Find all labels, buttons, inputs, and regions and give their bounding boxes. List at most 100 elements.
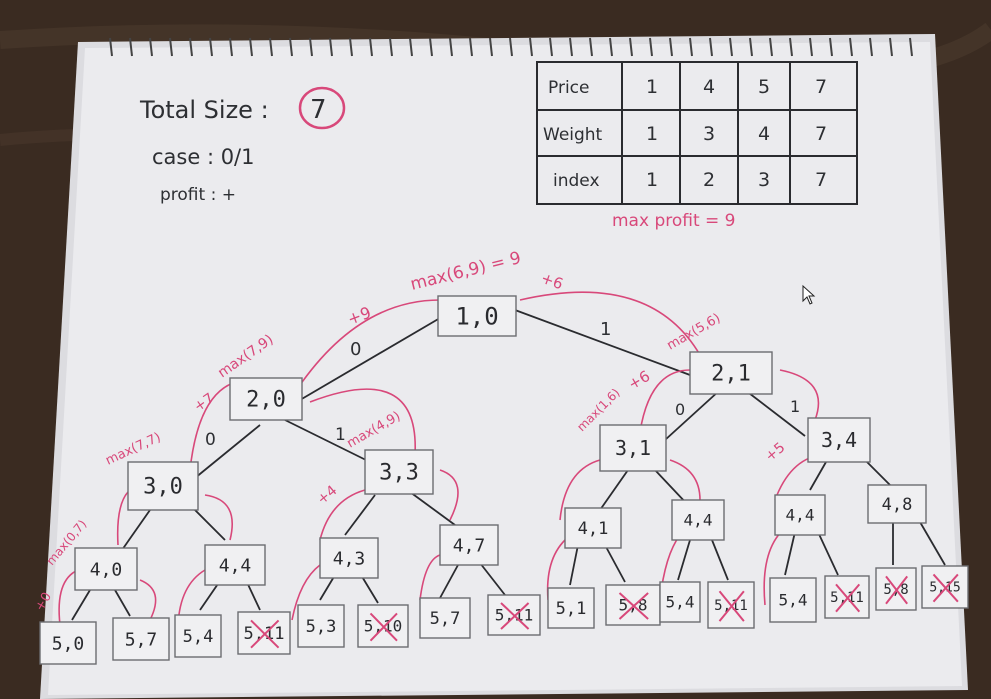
node-box xyxy=(439,524,499,566)
cell-index-3: 3 xyxy=(758,169,770,191)
node-box xyxy=(689,351,773,395)
node-box xyxy=(437,295,517,337)
cell-price-2: 4 xyxy=(703,76,715,98)
node-label: 2,1 xyxy=(711,362,751,387)
node-box xyxy=(807,417,871,463)
node-box xyxy=(547,587,595,629)
tree-nodes: 1,0 2,0 2,1 3,0 3,3 3,1 3,4 4,0 4,4 4,3 4,7 4,1 4,4 4… xyxy=(39,295,969,665)
tree-node: 3,4 xyxy=(807,417,871,463)
tree-node: 5,10 xyxy=(357,604,409,648)
tree-node: 5,3 xyxy=(297,604,345,648)
cross-mark xyxy=(835,583,861,613)
tree-node: 4,4 xyxy=(671,499,725,541)
tree-node: 3,0 xyxy=(127,461,199,511)
tree-node: 5,11 xyxy=(487,594,541,636)
node-box xyxy=(297,604,345,648)
node-box xyxy=(74,547,138,591)
tree-node: 5,4 xyxy=(659,581,701,623)
tree-edges xyxy=(71,309,946,621)
node-box xyxy=(774,494,826,536)
edge-labels: 0 1 0 1 0 1 xyxy=(205,319,800,450)
cross-mark xyxy=(718,590,745,622)
tree-node: 5,7 xyxy=(112,617,170,661)
cross-mark xyxy=(500,602,530,630)
row-label-weight: Weight xyxy=(543,125,603,145)
total-size-value: 7 xyxy=(310,95,327,125)
node-box xyxy=(419,597,471,639)
cross-mark xyxy=(250,619,280,649)
cross-mark xyxy=(618,592,649,620)
node-box xyxy=(769,577,817,623)
tree-node: 3,1 xyxy=(599,424,667,472)
node-label: 4,4 xyxy=(219,555,252,576)
node-label: 3,3 xyxy=(379,461,419,486)
edge-label-zero: 0 xyxy=(350,339,361,360)
tree-node: 5,15 xyxy=(921,565,969,609)
tree-node: 5,1 xyxy=(547,587,595,629)
table-text: Price 1 4 5 7 Weight 1 3 4 7 index 1 2 3… xyxy=(543,76,827,231)
node-box xyxy=(39,621,97,665)
tree-node: 5,4 xyxy=(174,614,222,658)
node-label: 4,4 xyxy=(786,506,815,525)
cell-index-4: 7 xyxy=(815,169,827,191)
tree-node: 5,11 xyxy=(237,611,291,655)
tree-node: 5,11 xyxy=(824,575,870,619)
problem-notes: Total Size : 7 case : 0/1 profit : + xyxy=(139,86,346,205)
cell-index-1: 1 xyxy=(646,169,658,191)
node-label: 3,1 xyxy=(615,436,651,460)
node-box xyxy=(599,424,667,472)
tree-node: 3,3 xyxy=(364,449,434,495)
tree-node: 5,8 xyxy=(605,584,661,626)
node-label: 5,1 xyxy=(556,599,587,619)
node-label: 3,4 xyxy=(821,428,857,452)
node-box xyxy=(659,581,701,623)
tree-node: 4,3 xyxy=(319,537,379,579)
total-size-label: Total Size : xyxy=(139,96,269,124)
tree-node: 4,0 xyxy=(74,547,138,591)
tree-node: 4,1 xyxy=(564,507,622,549)
node-label: 5,4 xyxy=(779,591,808,610)
node-box xyxy=(229,377,303,421)
return-arcs xyxy=(58,291,821,626)
row-label-price: Price xyxy=(548,78,589,98)
tree-node: 1,0 xyxy=(437,295,517,337)
tree-node: 4,4 xyxy=(774,494,826,536)
node-box xyxy=(112,617,170,661)
row-label-index: index xyxy=(553,171,600,191)
cross-mark xyxy=(885,575,908,605)
node-box xyxy=(364,449,434,495)
cell-weight-1: 1 xyxy=(646,123,658,145)
max-profit-note: max profit = 9 xyxy=(612,211,736,231)
tree-node: 5,0 xyxy=(39,621,97,665)
edge-label-zero: 0 xyxy=(675,400,685,419)
node-box xyxy=(671,499,725,541)
tree-node: 4,8 xyxy=(867,484,927,524)
cell-price-4: 7 xyxy=(815,76,827,98)
node-box xyxy=(319,537,379,579)
node-label: 5,7 xyxy=(125,629,158,650)
node-label: 5,4 xyxy=(183,627,214,647)
node-label: 5,4 xyxy=(666,593,695,612)
node-box xyxy=(564,507,622,549)
node-label: 4,0 xyxy=(90,559,123,580)
spiral-binding xyxy=(109,37,913,57)
tree-node: 4,7 xyxy=(439,524,499,566)
tree-node: 5,7 xyxy=(419,597,471,639)
tree-node: 2,1 xyxy=(689,351,773,395)
node-label: 3,0 xyxy=(143,475,183,500)
node-box xyxy=(867,484,927,524)
mouse-cursor xyxy=(802,284,816,305)
cell-price-1: 1 xyxy=(646,76,658,98)
node-box xyxy=(204,544,266,586)
edge-label-zero: 0 xyxy=(205,430,216,450)
node-box xyxy=(127,461,199,511)
tree-node: 5,4 xyxy=(769,577,817,623)
node-label: 1,0 xyxy=(455,302,498,330)
cell-weight-4: 7 xyxy=(815,123,827,145)
node-label: 5,3 xyxy=(306,617,337,637)
edge-label-one: 1 xyxy=(600,319,611,340)
notebook-page xyxy=(40,34,968,699)
node-label: 2,0 xyxy=(246,388,286,413)
cross-mark xyxy=(932,573,959,603)
circled-mark xyxy=(298,86,346,130)
